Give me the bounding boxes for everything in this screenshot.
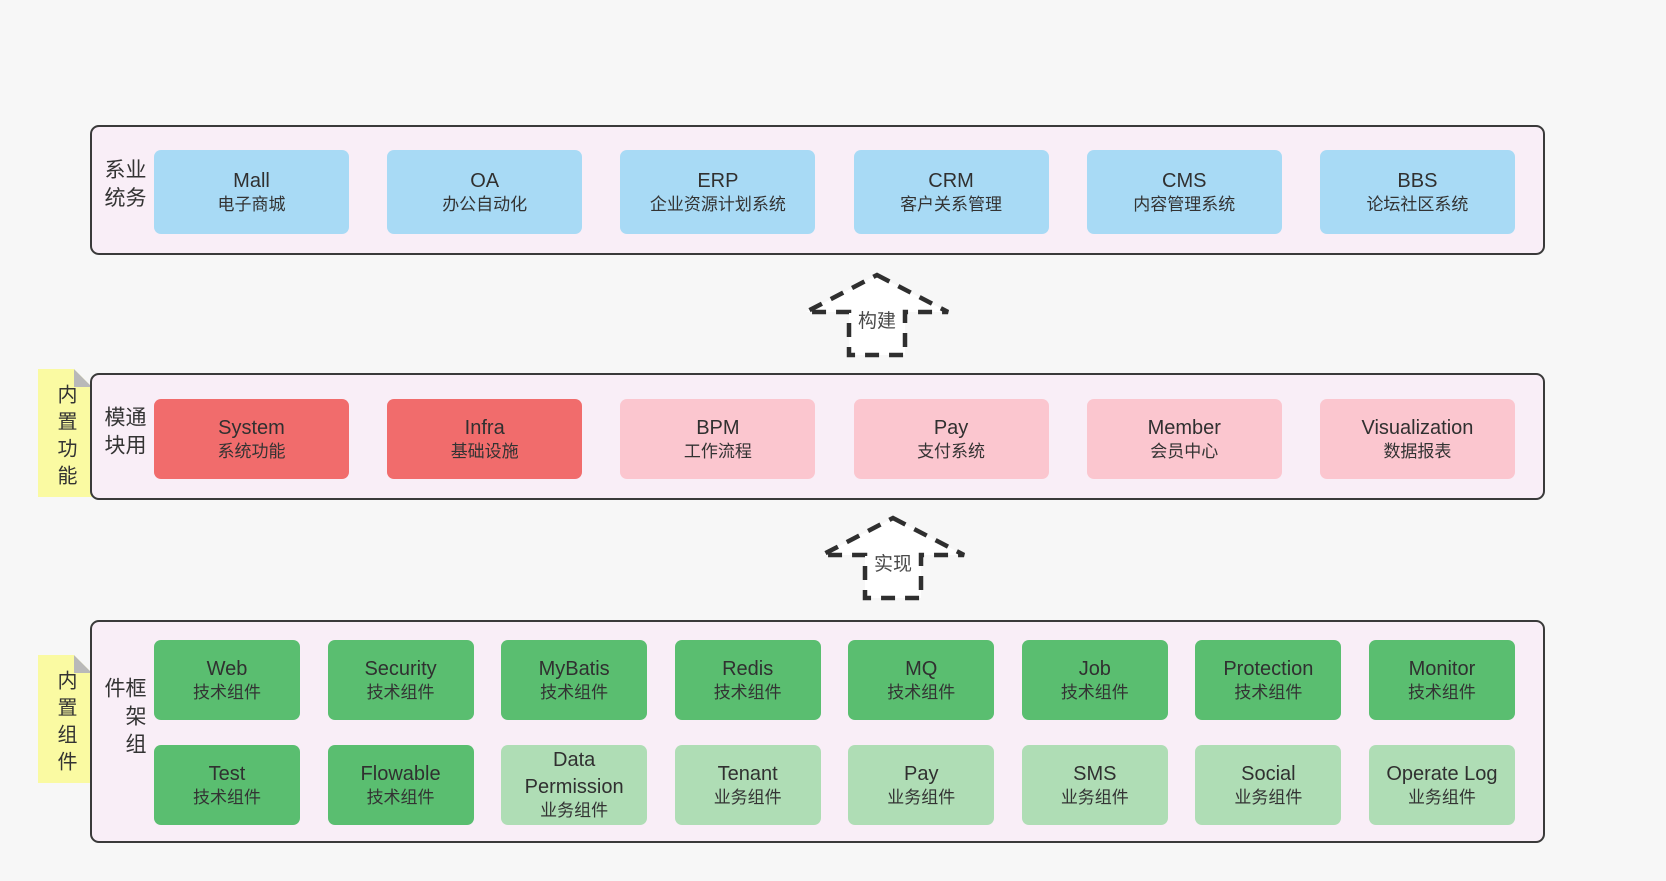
note-fold-icon	[74, 369, 92, 387]
common-modules-row: System 系统功能 Infra 基础设施 BPM 工作流程 Pay 支付系统…	[154, 399, 1515, 479]
band-label: 框架组件	[102, 676, 146, 761]
framework-components-row-2: Test 技术组件 Flowable 技术组件 Data Permission …	[154, 745, 1515, 825]
band-business-systems: 业务系统 Mall 电子商城 OA 办公自动化 ERP 企业资源计划系统 CRM…	[90, 125, 1545, 255]
system-box-oa: OA 办公自动化	[387, 150, 583, 234]
business-systems-row: Mall 电子商城 OA 办公自动化 ERP 企业资源计划系统 CRM 客户关系…	[154, 150, 1515, 234]
component-box-social: Social 业务组件	[1195, 745, 1342, 825]
system-box-crm: CRM 客户关系管理	[853, 150, 1049, 234]
system-box-mall: Mall 电子商城	[154, 150, 349, 234]
sticky-note-label: 内置组件	[54, 670, 76, 778]
system-box-cms: CMS 内容管理系统	[1086, 150, 1282, 234]
component-box-protection: Protection 技术组件	[1195, 640, 1342, 720]
module-box-bpm: BPM 工作流程	[620, 399, 816, 479]
sticky-note-built-in-features: 内置功能	[38, 369, 92, 497]
component-box-operate-log: Operate Log 业务组件	[1368, 745, 1515, 825]
component-box-test: Test 技术组件	[154, 745, 300, 825]
component-box-job: Job 技术组件	[1021, 640, 1168, 720]
component-box-security: Security 技术组件	[327, 640, 474, 720]
component-box-monitor: Monitor 技术组件	[1368, 640, 1515, 720]
system-box-bbs: BBS 论坛社区系统	[1319, 150, 1515, 234]
band-framework-components: 框架组件 Web 技术组件 Security 技术组件 MyBatis 技术组件…	[90, 620, 1545, 843]
module-box-system: System 系统功能	[154, 399, 349, 479]
band-common-modules: 通用模块 System 系统功能 Infra 基础设施 BPM 工作流程 Pay…	[90, 373, 1545, 500]
band-label: 通用模块	[102, 405, 146, 462]
component-box-tenant: Tenant 业务组件	[674, 745, 821, 825]
implement-arrow-label: 实现	[870, 554, 916, 576]
module-box-member: Member 会员中心	[1086, 399, 1282, 479]
component-box-sms: SMS 业务组件	[1021, 745, 1168, 825]
implement-arrow: 实现	[820, 515, 966, 601]
system-box-erp: ERP 企业资源计划系统	[620, 150, 816, 234]
module-box-visualization: Visualization 数据报表	[1319, 399, 1515, 479]
sticky-note-built-in-components: 内置组件	[38, 655, 92, 783]
component-box-web: Web 技术组件	[154, 640, 300, 720]
component-box-pay: Pay 业务组件	[848, 745, 995, 825]
note-fold-icon	[74, 655, 92, 673]
sticky-note-label: 内置功能	[54, 384, 76, 492]
band-label: 业务系统	[102, 158, 146, 215]
build-arrow-label: 构建	[854, 311, 900, 333]
build-arrow: 构建	[804, 272, 950, 358]
component-box-redis: Redis 技术组件	[674, 640, 821, 720]
component-box-flowable: Flowable 技术组件	[327, 745, 474, 825]
module-box-infra: Infra 基础设施	[387, 399, 583, 479]
component-box-mybatis: MyBatis 技术组件	[501, 640, 648, 720]
component-box-mq: MQ 技术组件	[848, 640, 995, 720]
framework-components-row-1: Web 技术组件 Security 技术组件 MyBatis 技术组件 Redi…	[154, 640, 1515, 720]
component-box-data-permission: Data Permission 业务组件	[501, 745, 648, 825]
module-box-pay: Pay 支付系统	[853, 399, 1049, 479]
